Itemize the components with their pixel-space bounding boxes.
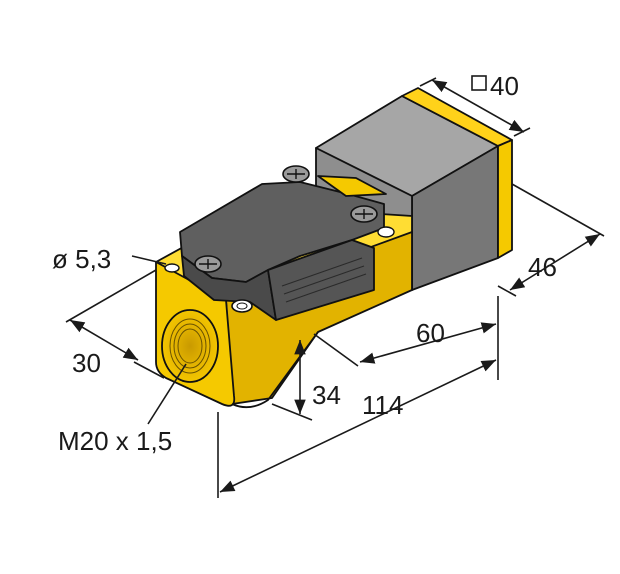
- dim-30-label: 30: [72, 348, 101, 378]
- dim-60: 60: [313, 296, 499, 367]
- cover-rib-1: [281, 257, 363, 287]
- cable-entry-bore: [161, 309, 219, 383]
- dim-46: 46: [497, 183, 605, 297]
- led-window: [317, 175, 387, 197]
- dim-34: 34: [271, 340, 341, 421]
- phillips-screw-icon: [194, 255, 222, 273]
- dim-60-label: 60: [416, 318, 445, 348]
- hole-diameter-label: ø 5,3: [52, 244, 111, 274]
- dim-thread: M20 x 1,5: [58, 363, 187, 456]
- dim-46-label: 46: [528, 252, 557, 282]
- terminal-cover: [179, 175, 387, 321]
- thread-ring-1: [169, 318, 211, 374]
- dim-34-label: 34: [312, 380, 341, 410]
- active-face-side: [497, 139, 513, 259]
- mounting-hole: [164, 263, 180, 273]
- dim-114: 114: [217, 330, 499, 498]
- dim-40: 40: [419, 71, 531, 137]
- cover-ribbed-side: [267, 239, 375, 321]
- phillips-screw-icon: [350, 205, 378, 223]
- thread-ring-2: [173, 323, 207, 369]
- cover-rib-3: [285, 273, 367, 303]
- thread-label: M20 x 1,5: [58, 426, 172, 456]
- phillips-screw-icon: [282, 165, 310, 183]
- cover-rib-2: [283, 265, 365, 295]
- thread-ring-3: [177, 328, 203, 364]
- square-outline-icon: [471, 75, 487, 91]
- mounting-hole: [231, 299, 253, 313]
- dim-30: 30: [65, 269, 165, 379]
- dim-square-label: 40: [490, 71, 519, 101]
- dim-hole-diameter: ø 5,3: [52, 244, 167, 274]
- dim-114-label: 114: [362, 390, 403, 420]
- mounting-hole: [377, 226, 395, 238]
